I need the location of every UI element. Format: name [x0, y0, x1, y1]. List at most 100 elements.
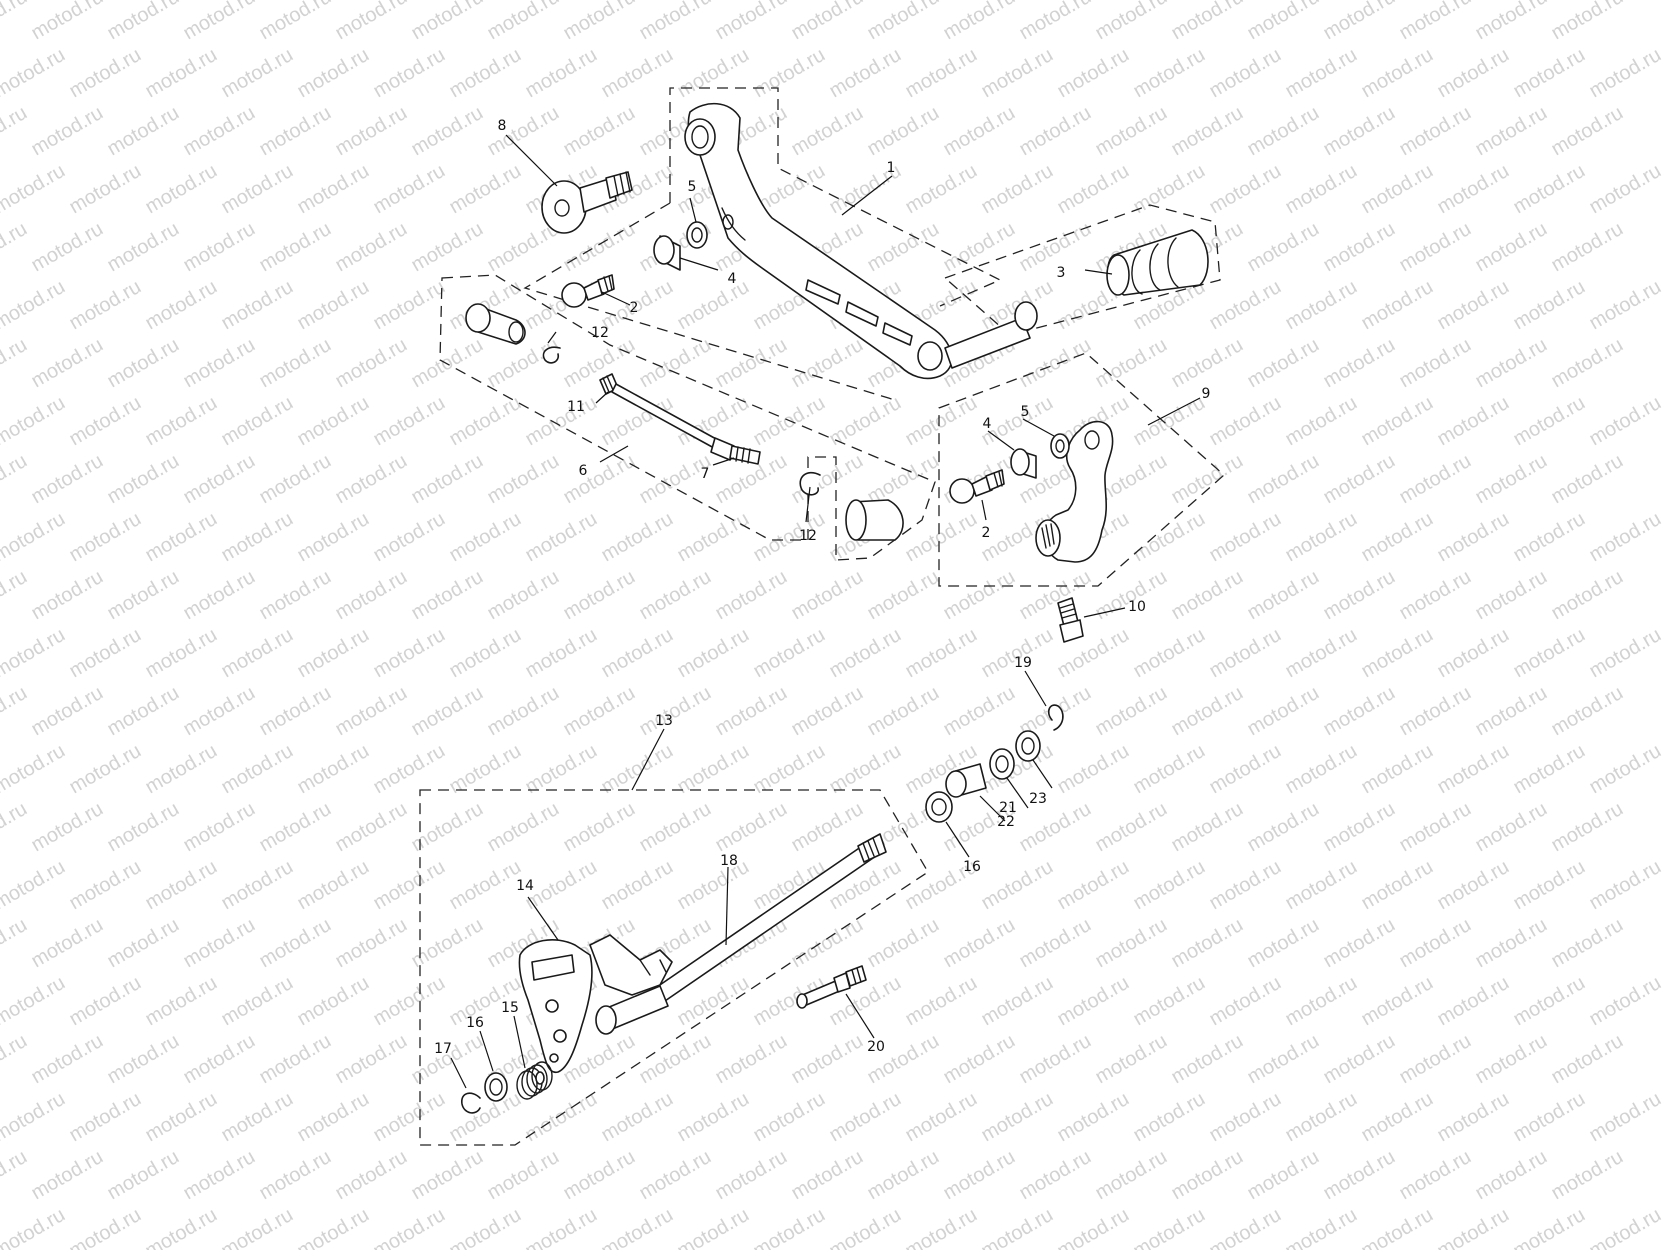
spacer-part-upper	[653, 221, 708, 271]
watermark-text: motod.ru	[484, 0, 563, 44]
callout-12a: 12	[591, 325, 609, 341]
watermark-text: motod.ru	[1586, 972, 1665, 1031]
watermark-text: motod.ru	[1548, 218, 1627, 277]
watermark-text: motod.ru	[598, 856, 677, 915]
watermark-text: motod.ru	[674, 1088, 753, 1147]
watermark-text: motod.ru	[864, 1146, 943, 1205]
watermark-text: motod.ru	[978, 44, 1057, 103]
watermark-text: motod.ru	[294, 856, 373, 915]
watermark-text: motod.ru	[142, 160, 221, 219]
watermark-text: motod.ru	[636, 566, 715, 625]
watermark-text: motod.ru	[788, 914, 867, 973]
watermark-text: motod.ru	[978, 1088, 1057, 1147]
stopper-stud-part	[796, 965, 867, 1009]
callout-21: 21	[999, 800, 1017, 816]
watermark-text: motod.ru	[256, 450, 335, 509]
watermark-text: motod.ru	[1206, 1088, 1285, 1147]
watermark-text: motod.ru	[1586, 1088, 1665, 1147]
watermark-text: motod.ru	[1548, 450, 1627, 509]
watermark-text: motod.ru	[332, 450, 411, 509]
watermark-text: motod.ru	[256, 1030, 335, 1089]
watermark-text: motod.ru	[408, 450, 487, 509]
watermark-text: motod.ru	[940, 0, 1019, 44]
watermark-text: motod.ru	[180, 914, 259, 973]
callout-10: 10	[1128, 599, 1146, 615]
watermark-text: motod.ru	[408, 218, 487, 277]
watermark-text: motod.ru	[0, 856, 69, 915]
watermark-text: motod.ru	[332, 1030, 411, 1089]
watermark-text: motod.ru	[0, 392, 69, 451]
watermark-text: motod.ru	[1168, 566, 1247, 625]
watermark-text: motod.ru	[0, 44, 69, 103]
watermark-text: motod.ru	[902, 508, 981, 567]
watermark-text: motod.ru	[1320, 334, 1399, 393]
watermark-text: motod.ru	[1168, 914, 1247, 973]
watermark-text: motod.ru	[180, 450, 259, 509]
watermark-text: motod.ru	[1548, 566, 1627, 625]
watermark-text: motod.ru	[1016, 0, 1095, 44]
watermark-text: motod.ru	[294, 1204, 373, 1250]
footpeg-rubber-part	[1106, 229, 1209, 296]
watermark-text: motod.ru	[1016, 218, 1095, 277]
watermark-text: motod.ru	[218, 392, 297, 451]
watermark-text: motod.ru	[408, 1146, 487, 1205]
watermark-text: motod.ru	[1206, 856, 1285, 915]
watermark-text: motod.ru	[332, 0, 411, 44]
watermark-text: motod.ru	[0, 914, 31, 973]
watermark-text: motod.ru	[1206, 276, 1285, 335]
watermark-text: motod.ru	[256, 682, 335, 741]
callout-2a: 2	[630, 300, 639, 316]
watermark-text: motod.ru	[1548, 798, 1627, 857]
watermark-text: motod.ru	[370, 44, 449, 103]
watermark-text: motod.ru	[1206, 160, 1285, 219]
watermark-text: motod.ru	[636, 0, 715, 44]
watermark-text: motod.ru	[1206, 972, 1285, 1031]
watermark-text: motod.ru	[1168, 798, 1247, 857]
watermark-text: motod.ru	[1358, 160, 1437, 219]
rod-end-cup-lower	[845, 499, 904, 541]
watermark-text: motod.ru	[560, 798, 639, 857]
watermark-text: motod.ru	[1510, 740, 1589, 799]
watermark-text: motod.ru	[142, 1088, 221, 1147]
callout-8: 8	[498, 118, 507, 134]
rod-end-cup-upper	[465, 303, 526, 345]
group-outline-9	[938, 352, 1225, 587]
watermark-text: motod.ru	[28, 682, 107, 741]
watermark-text: motod.ru	[0, 972, 69, 1031]
watermark-text: motod.ru	[1282, 856, 1361, 915]
watermark-text: motod.ru	[104, 0, 183, 44]
watermark-text: motod.ru	[1510, 44, 1589, 103]
watermark-text: motod.ru	[788, 798, 867, 857]
watermark-text: motod.ru	[1358, 44, 1437, 103]
watermark-text: motod.ru	[28, 914, 107, 973]
watermark-text: motod.ru	[1396, 450, 1475, 509]
watermark-text: motod.ru	[142, 740, 221, 799]
watermark-text: motod.ru	[142, 624, 221, 683]
watermark-text: motod.ru	[978, 856, 1057, 915]
watermark-text: motod.ru	[0, 798, 31, 857]
watermark-text: motod.ru	[712, 1030, 791, 1089]
watermark-text: motod.ru	[446, 160, 525, 219]
watermark-text: motod.ru	[332, 102, 411, 161]
watermark-text: motod.ru	[788, 334, 867, 393]
watermark-text: motod.ru	[142, 508, 221, 567]
watermark-text: motod.ru	[1434, 160, 1513, 219]
watermark-text: motod.ru	[0, 160, 69, 219]
watermark-text: motod.ru	[1472, 682, 1551, 741]
watermark-text: motod.ru	[1016, 1030, 1095, 1089]
watermark-text: motod.ru	[788, 682, 867, 741]
watermark-text: motod.ru	[104, 450, 183, 509]
watermark-text: motod.ru	[1016, 334, 1095, 393]
watermark-text: motod.ru	[408, 566, 487, 625]
watermark-text: motod.ru	[1548, 682, 1627, 741]
watermark-text: motod.ru	[1016, 102, 1095, 161]
watermark-text: motod.ru	[1244, 798, 1323, 857]
watermark-text: motod.ru	[1586, 508, 1665, 567]
watermark-text: motod.ru	[28, 1146, 107, 1205]
callout-7: 7	[701, 466, 710, 482]
ball-joint-stud-lower	[949, 469, 1005, 504]
watermark-text: motod.ru	[142, 276, 221, 335]
selector-plate-part	[518, 939, 593, 1074]
gear-lever-part	[684, 102, 1038, 380]
watermark-text: motod.ru	[1054, 44, 1133, 103]
